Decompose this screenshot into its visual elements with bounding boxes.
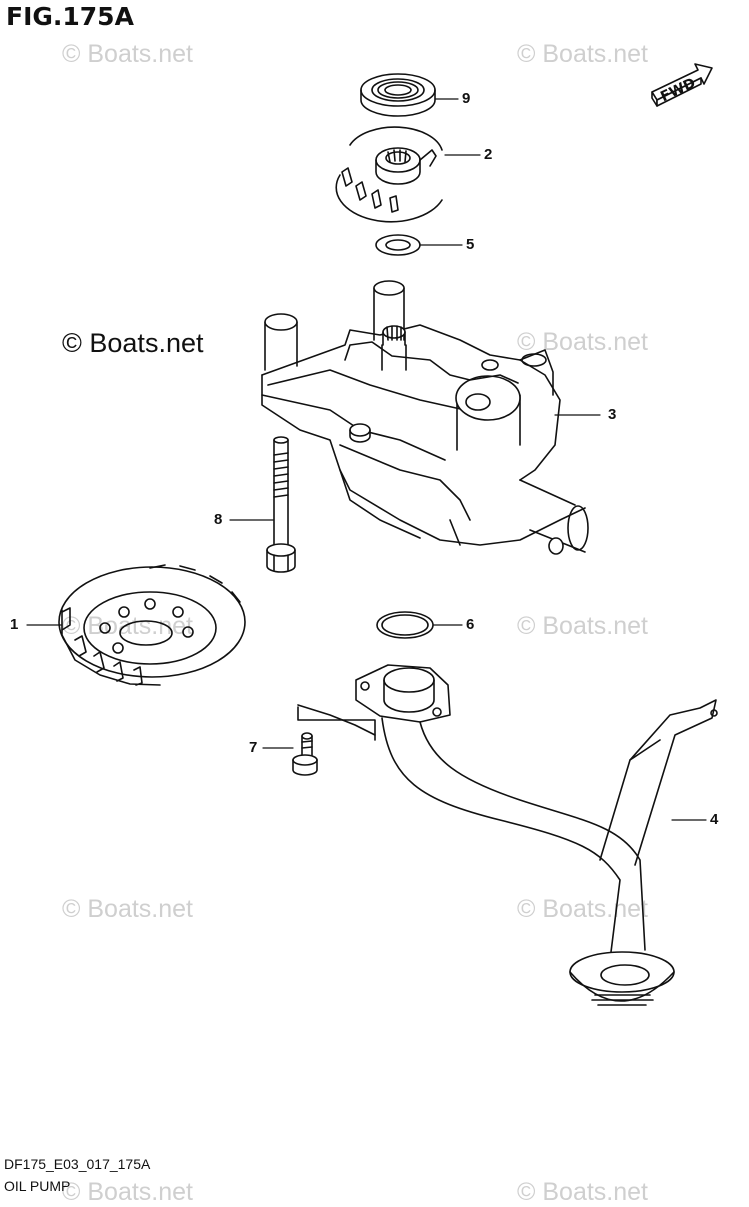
watermark: © Boats.net <box>517 612 648 640</box>
callout-7: 7 <box>249 739 258 756</box>
callout-1: 1 <box>10 616 19 633</box>
callout-6: 6 <box>466 616 475 633</box>
part-9-bearing <box>360 73 436 117</box>
callout-5: 5 <box>466 236 475 253</box>
callout-3: 3 <box>608 406 617 423</box>
drawing-code: DF175_E03_017_175A <box>4 1156 151 1172</box>
watermark: © Boats.net <box>517 40 648 68</box>
part-3-oil-pump-body <box>261 280 589 555</box>
callout-8: 8 <box>214 511 223 528</box>
watermark: © Boats.net <box>517 895 648 923</box>
callout-4: 4 <box>710 811 719 828</box>
part-8-bolt <box>266 436 296 573</box>
callout-2: 2 <box>484 146 493 163</box>
part-4-oil-strainer <box>355 664 718 1006</box>
figure-title: FIG.175A <box>6 2 134 31</box>
part-2-drive-gear <box>335 126 443 223</box>
watermark: © Boats.net <box>62 895 193 923</box>
part-6-o-ring <box>376 611 434 639</box>
part-1-driven-gear <box>58 564 246 686</box>
watermark: © Boats.net <box>62 40 193 68</box>
fwd-arrow-icon: FWD <box>651 63 713 107</box>
leader-lines <box>26 98 707 821</box>
watermark-prominent: © Boats.net <box>62 328 204 358</box>
watermark: © Boats.net <box>517 328 648 356</box>
drawing-name: OIL PUMP <box>4 1178 71 1194</box>
callout-9: 9 <box>462 90 471 107</box>
part-7-bolt <box>292 704 376 776</box>
part-5-washer <box>375 234 421 256</box>
